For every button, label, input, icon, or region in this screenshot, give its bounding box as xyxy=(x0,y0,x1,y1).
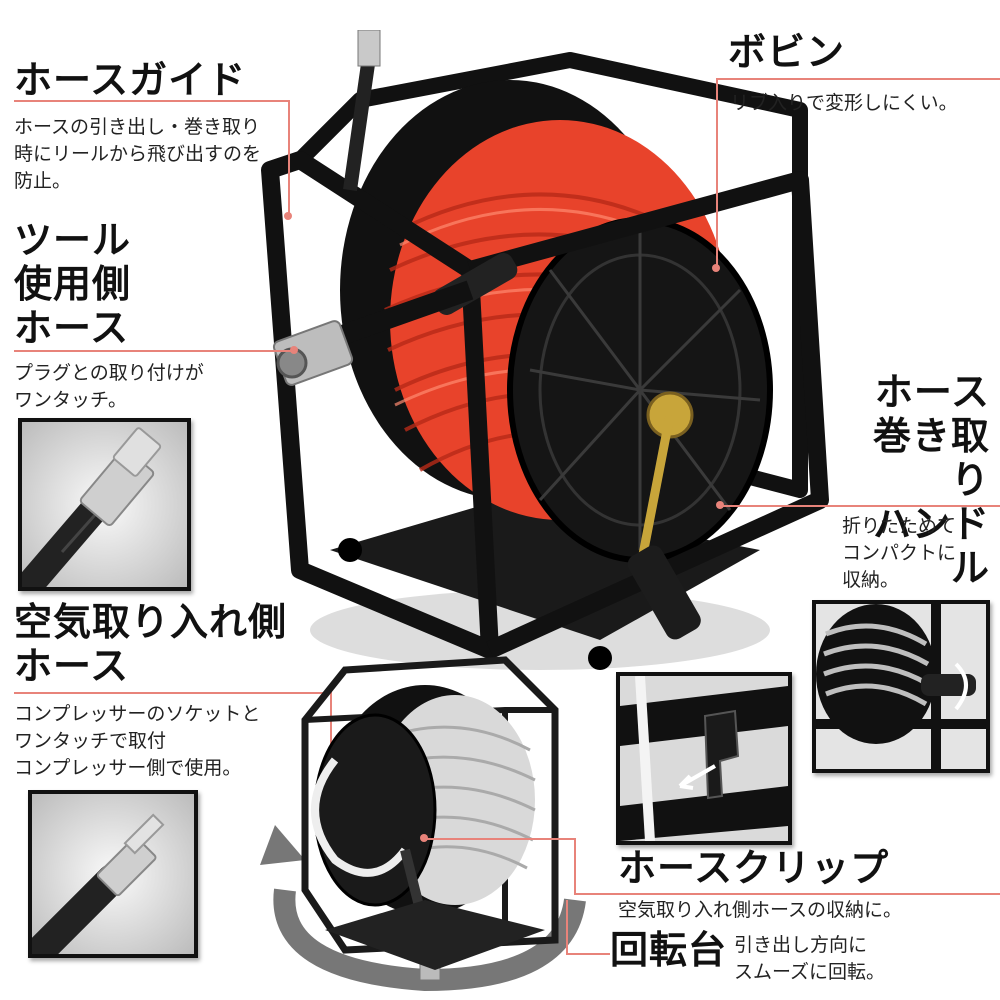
turntable-desc-line-2: スムーズに回転。 xyxy=(734,961,886,983)
handle-desc-line-2: コンパクトに xyxy=(842,542,957,564)
air-hose-desc-line-3: コンプレッサー側で使用。 xyxy=(14,757,242,779)
hose-clip-leader-line xyxy=(574,893,1000,895)
tool-hose-desc-line-1: プラグとの取り付けが xyxy=(14,362,204,384)
hose-clip-leader-dot xyxy=(420,834,428,842)
tool-hose-leader-dot xyxy=(290,346,298,354)
handle-leader-dot xyxy=(716,501,724,509)
air-hose-title-line-1: 空気取り入れ側 xyxy=(14,600,288,644)
handle-title-line-2: 巻き取り xyxy=(872,414,990,502)
hose-clip-description: 空気取り入れ側ホースの収納に。 xyxy=(618,899,903,921)
air-hose-leader-line xyxy=(14,692,332,694)
handle-title-line-1: ホース xyxy=(874,370,990,414)
hose-guide-leader-line xyxy=(14,100,289,102)
hose-guide-description: ホースの引き出し・巻き取り 時にリールから飛び出すのを 防止。 xyxy=(14,114,284,195)
tool-hose-description: プラグとの取り付けが ワンタッチ。 xyxy=(14,360,204,414)
turntable-title: 回転台 xyxy=(610,928,728,972)
air-hose-title-line-2: ホース xyxy=(14,644,130,688)
handle-title: ホース 巻き取り ハンドル xyxy=(840,370,990,590)
rotating-reel-photo xyxy=(255,650,600,995)
hose-reel-photo xyxy=(240,30,840,680)
turntable-leader-line xyxy=(566,953,610,955)
handle-leader-line xyxy=(720,505,1000,507)
bobbin-leader-line xyxy=(716,78,1000,80)
folded-handle-photo xyxy=(812,600,990,773)
turntable-description: 引き出し方向に スムーズに回転。 xyxy=(734,932,885,986)
bobbin-description: リブ入りで変形しにくい。 xyxy=(730,92,958,114)
hose-guide-desc-line-1: ホースの引き出し・巻き取り xyxy=(14,116,261,138)
hose-clip-photo xyxy=(616,672,792,845)
air-hose-desc-line-1: コンプレッサーのソケットと xyxy=(14,703,261,725)
hose-clip-leader-line-vertical xyxy=(574,838,576,894)
tool-hose-title-line-1: ツール xyxy=(14,218,132,262)
bobbin-leader-dot xyxy=(712,264,720,272)
tool-hose-title: ツール 使用側 ホース xyxy=(14,218,131,350)
handle-title-line-3: ハンドル xyxy=(872,502,990,590)
bobbin-leader-line-vertical xyxy=(716,78,718,268)
hose-clip-title: ホースクリップ xyxy=(618,846,890,890)
hose-clip-leader-line-horizontal xyxy=(424,838,576,840)
hose-guide-leader-line-vertical xyxy=(288,100,290,215)
turntable-leader-line-vertical xyxy=(566,900,568,955)
socket-closeup-photo xyxy=(18,418,191,591)
hose-guide-title: ホースガイド xyxy=(14,58,247,102)
bobbin-title: ボビン xyxy=(728,30,846,74)
hose-guide-leader-dot xyxy=(284,212,292,220)
air-hose-leader-line-vertical xyxy=(330,692,332,772)
handle-desc-line-3: 収納。 xyxy=(842,569,900,591)
tool-hose-title-line-3: ホース xyxy=(14,306,130,350)
handle-desc-line-1: 折りたためて xyxy=(842,515,957,537)
air-hose-title: 空気取り入れ側 ホース xyxy=(14,600,287,688)
handle-description: 折りたためて コンパクトに 収納。 xyxy=(842,513,956,594)
air-hose-desc-line-2: ワンタッチで取付 xyxy=(14,730,167,752)
turntable-desc-line-1: 引き出し方向に xyxy=(734,934,868,956)
air-hose-description: コンプレッサーのソケットと ワンタッチで取付 コンプレッサー側で使用。 xyxy=(14,701,260,782)
hose-guide-desc-line-2: 時にリールから飛び出すのを xyxy=(14,143,262,165)
tool-hose-title-line-2: 使用側 xyxy=(14,262,132,306)
tool-hose-leader-line xyxy=(14,350,294,352)
hose-guide-desc-line-3: 防止。 xyxy=(14,170,72,192)
plug-closeup-photo xyxy=(28,790,198,958)
tool-hose-desc-line-2: ワンタッチ。 xyxy=(14,389,128,411)
